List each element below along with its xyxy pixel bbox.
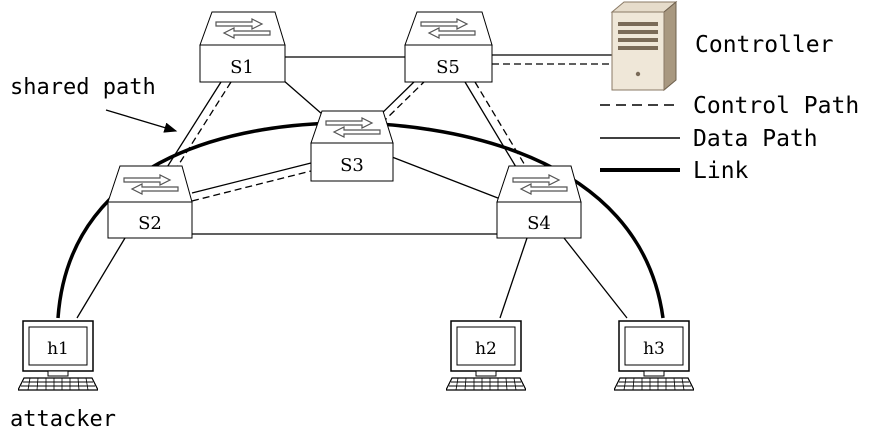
switch-s1: S1 bbox=[199, 11, 286, 83]
switch-s4-label: S4 bbox=[527, 213, 551, 234]
controller-label: Controller bbox=[695, 32, 833, 58]
control-path-s5-s4 bbox=[474, 81, 530, 173]
legend-control-path-label: Control Path bbox=[693, 93, 859, 119]
data-path-s5-s4 bbox=[464, 81, 520, 173]
control-path-s1-s2 bbox=[173, 81, 232, 173]
shared-path-arrow bbox=[105, 109, 178, 133]
switch-s2: S2 bbox=[107, 165, 193, 239]
data-path-s4-h3 bbox=[563, 237, 628, 319]
data-paths bbox=[76, 54, 628, 319]
legend-link-label: Link bbox=[693, 158, 749, 184]
switch-s3: S3 bbox=[310, 110, 394, 182]
switch-s5: S5 bbox=[404, 11, 493, 83]
host-h2: h2 bbox=[446, 320, 526, 391]
data-path-s3-s4 bbox=[391, 156, 504, 201]
control-paths bbox=[173, 63, 612, 202]
host-h1: h1 bbox=[18, 320, 98, 391]
control-path-s5-s3 bbox=[384, 79, 427, 121]
shared-path-label: shared path bbox=[10, 75, 156, 100]
data-path-s4-h2 bbox=[499, 237, 528, 319]
legend-data-path-label: Data Path bbox=[693, 126, 818, 152]
switch-s5-label: S5 bbox=[436, 57, 460, 78]
switch-s1-label: S1 bbox=[230, 57, 254, 78]
switch-s3-label: S3 bbox=[340, 155, 364, 176]
switch-s2-label: S2 bbox=[138, 213, 162, 234]
switch-s4: S4 bbox=[496, 165, 582, 239]
host-h2-label: h2 bbox=[475, 339, 497, 359]
data-path-s2-s3 bbox=[191, 162, 312, 194]
controller-server-icon bbox=[610, 0, 678, 92]
host-h3-label: h3 bbox=[643, 339, 665, 359]
attacker-label: attacker bbox=[10, 407, 116, 432]
control-path-s2-s3 bbox=[191, 170, 312, 202]
data-path-s1-s2 bbox=[163, 81, 222, 173]
data-path-s2-h1 bbox=[76, 237, 126, 319]
host-h1-label: h1 bbox=[47, 339, 69, 359]
host-h3: h3 bbox=[614, 320, 694, 391]
legend: Control Path Data Path Link bbox=[600, 93, 859, 184]
